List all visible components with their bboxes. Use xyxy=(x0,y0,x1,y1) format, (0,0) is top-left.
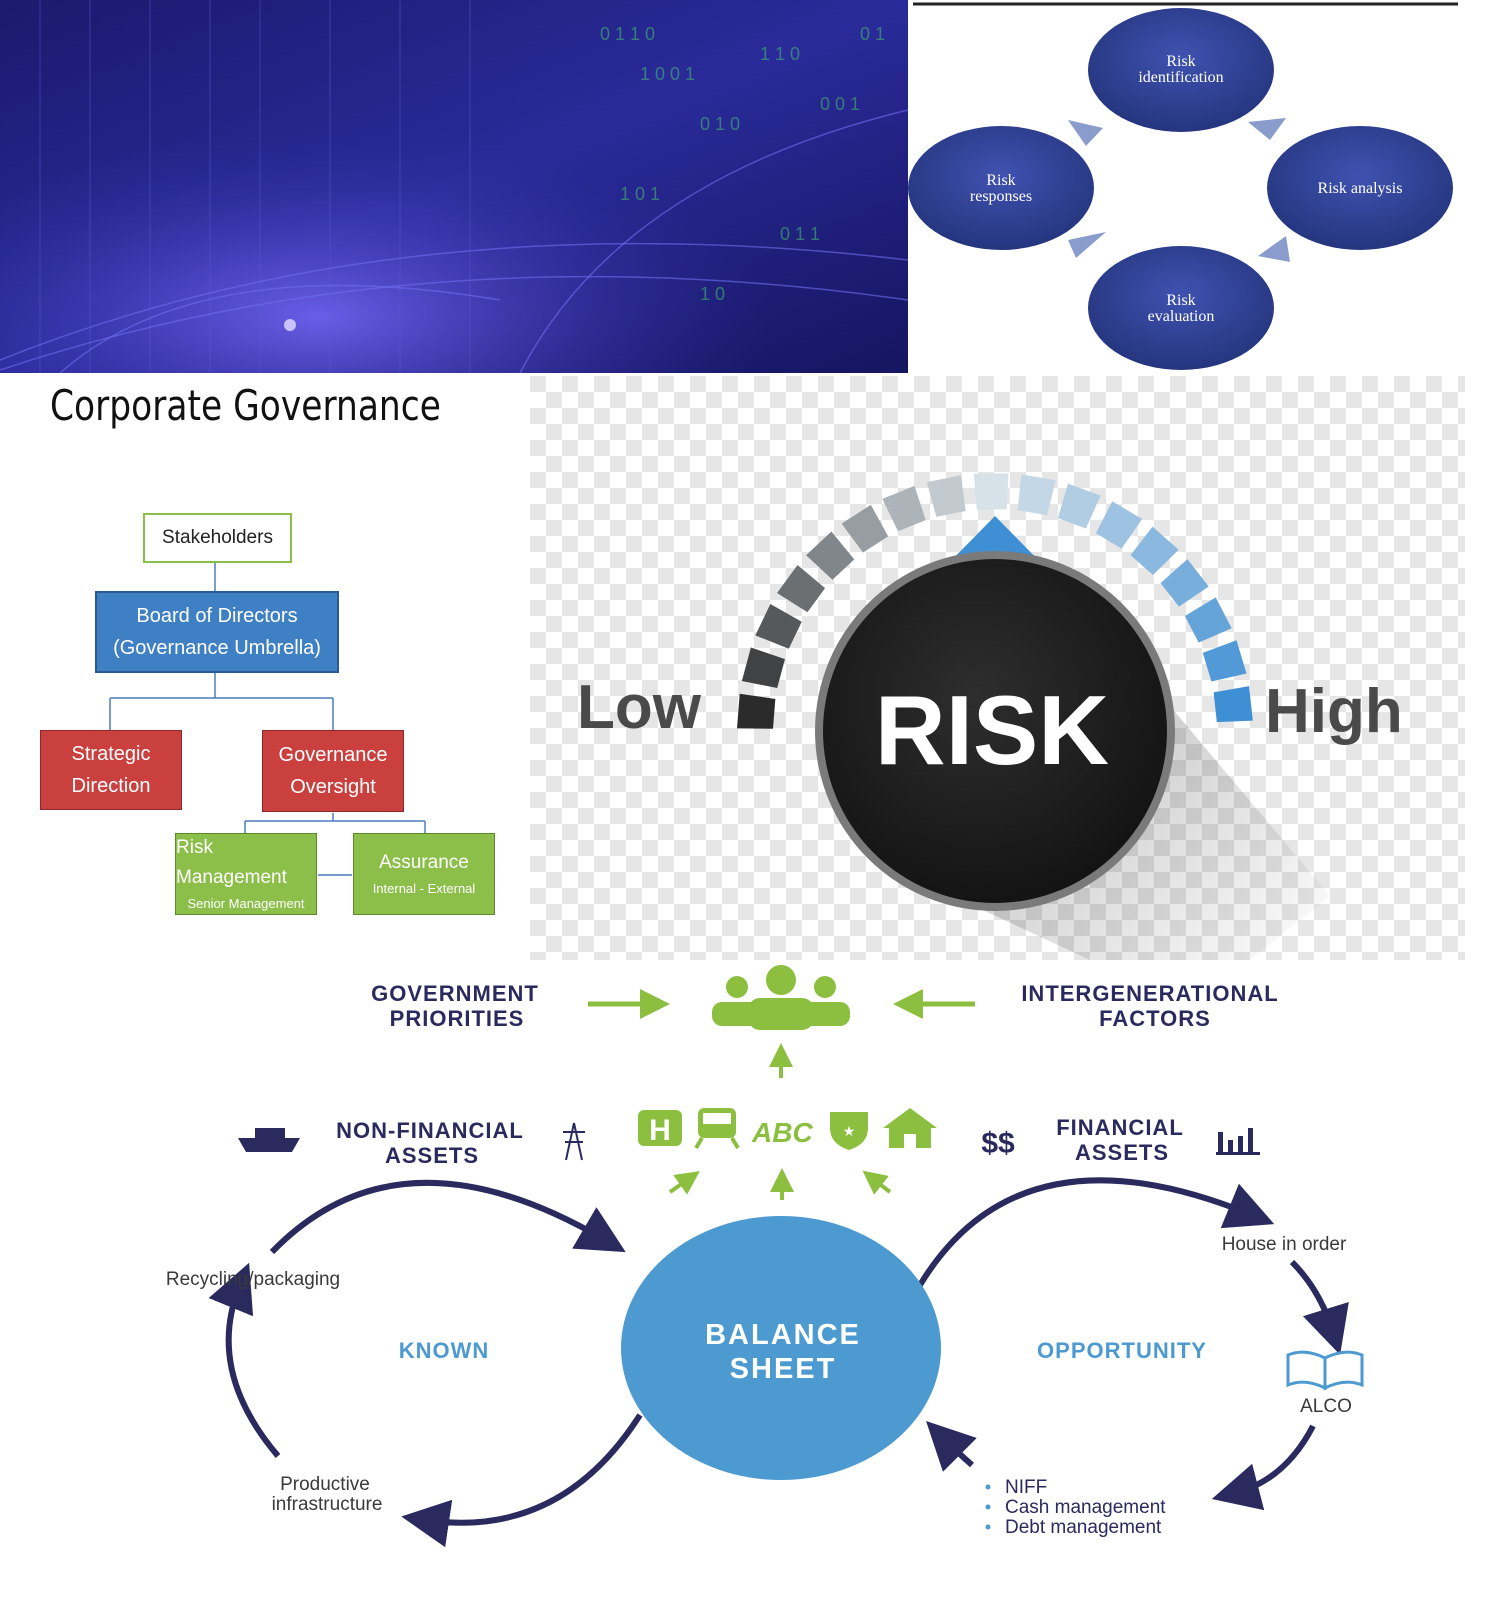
gauge-segment xyxy=(1184,597,1232,643)
svg-text:1 1 0: 1 1 0 xyxy=(760,44,800,64)
board-of-directors-box: Board of Directors (Governance Umbrella) xyxy=(95,591,339,673)
ship-icon xyxy=(238,1128,300,1152)
node-label-evaluation-1: Risk xyxy=(1166,292,1195,309)
people-group-icon xyxy=(712,965,850,1030)
tech-background-image: 0 1 1 0 1 0 0 1 0 1 0 1 1 0 0 0 1 0 1 1 0 1… xyxy=(0,0,908,373)
non-financial-line2: ASSETS xyxy=(385,1143,479,1168)
gauge-segment xyxy=(926,475,966,517)
power-tower-icon xyxy=(563,1122,585,1161)
high-label: High xyxy=(1265,677,1403,746)
bullet-dot xyxy=(985,1484,991,1490)
financial-line2: ASSETS xyxy=(1075,1140,1169,1165)
balance-sheet-circle xyxy=(621,1216,941,1480)
svg-text:0 1 1: 0 1 1 xyxy=(780,224,820,244)
house-in-order-label: House in order xyxy=(1222,1234,1347,1255)
node-label-analysis: Risk analysis xyxy=(1318,180,1403,197)
cycle-node-evaluation: Risk evaluation xyxy=(1088,246,1274,370)
stakeholders-box: Stakeholders xyxy=(143,513,292,563)
svg-text:0 1: 0 1 xyxy=(860,24,885,44)
gauge-segment xyxy=(1130,526,1179,575)
gauge-segment xyxy=(777,564,826,613)
bullet-item: NIFF xyxy=(1005,1477,1047,1498)
hospital-icon: H xyxy=(638,1110,682,1147)
svg-text:ABC: ABC xyxy=(751,1117,813,1148)
gauge-segment xyxy=(755,604,802,649)
intergenerational-line1: INTERGENERATIONAL xyxy=(1021,981,1278,1006)
node-label-responses-1: Risk xyxy=(986,172,1015,189)
known-label: KNOWN xyxy=(399,1338,490,1363)
gauge-segment xyxy=(741,647,785,689)
node-label-identification-2: identification xyxy=(1138,69,1223,86)
node-label-evaluation-2: evaluation xyxy=(1148,308,1215,325)
risk-management-box: Risk Management Senior Management xyxy=(175,833,317,915)
gov-priorities-line1: GOVERNMENT xyxy=(371,981,539,1006)
cycle-node-identification: Risk identification xyxy=(1088,8,1274,132)
assurance-box: Assurance Internal - External xyxy=(353,833,495,915)
svg-text:H: H xyxy=(649,1114,671,1147)
gauge-segment xyxy=(1213,686,1253,723)
low-label: Low xyxy=(577,673,702,742)
non-financial-line1: NON-FINANCIAL xyxy=(336,1118,524,1143)
cycle-node-responses: Risk responses xyxy=(908,126,1094,250)
dollar-sign-label: $$ xyxy=(981,1127,1015,1160)
risk-knob-label: RISK xyxy=(875,675,1109,785)
intergenerational-line2: FACTORS xyxy=(1099,1006,1211,1031)
cycle-arrow-1 xyxy=(1248,118,1286,140)
strategic-direction-box: Strategic Direction xyxy=(40,730,182,810)
gauge-segment xyxy=(973,473,1009,510)
financial-line1: FINANCIAL xyxy=(1056,1115,1184,1140)
alco-label: ALCO xyxy=(1300,1396,1352,1417)
governance-oversight-box: Governance Oversight xyxy=(262,730,404,812)
train-icon xyxy=(694,1108,740,1150)
education-icon: ABC xyxy=(751,1117,813,1148)
recycling-label: Recycling/packaging xyxy=(166,1269,340,1290)
governance-title: Corporate Governance xyxy=(50,381,441,430)
balance-line1: BALANCE xyxy=(705,1319,861,1351)
svg-text:1 0: 1 0 xyxy=(700,284,725,304)
node-label-identification-1: Risk xyxy=(1166,53,1195,70)
balance-line2: SHEET xyxy=(730,1353,837,1385)
productive-line1: Productive xyxy=(280,1474,370,1495)
gauge-segment xyxy=(1160,559,1209,607)
cycle-arrow-4 xyxy=(1068,120,1103,146)
balance-sheet-diagram: GOVERNMENT PRIORITIES INTERGENERATIONAL … xyxy=(0,960,1495,1605)
risk-gauge-graphic: RISK Low High xyxy=(530,376,1465,960)
productive-line2: infrastructure xyxy=(272,1494,383,1515)
svg-text:0 1 1 0: 0 1 1 0 xyxy=(600,24,655,44)
gauge-segment xyxy=(1017,474,1056,516)
bullet-item: Debt management xyxy=(1005,1517,1162,1538)
gauge-segment xyxy=(806,531,855,580)
cycle-node-analysis: Risk analysis xyxy=(1267,126,1453,250)
book-icon xyxy=(1286,1350,1364,1391)
node-label-responses-2: responses xyxy=(970,188,1032,205)
bullet-dot xyxy=(985,1504,991,1510)
gauge-segment xyxy=(1057,483,1101,529)
bullet-item: Cash management xyxy=(1005,1497,1166,1518)
gauge-segment xyxy=(1095,501,1143,549)
gauge-segment xyxy=(882,485,926,532)
cycle-arrow-2 xyxy=(1258,236,1290,262)
gauge-segment xyxy=(841,504,889,553)
opportunity-label: OPPORTUNITY xyxy=(1037,1338,1207,1363)
police-icon: ★ xyxy=(830,1112,868,1150)
svg-text:1 0 1: 1 0 1 xyxy=(620,184,660,204)
bullet-dot xyxy=(985,1524,991,1530)
gauge-segment xyxy=(1202,640,1247,682)
bar-chart-icon xyxy=(1216,1128,1260,1155)
home-icon xyxy=(883,1108,937,1148)
risk-cycle-diagram: Risk identification Risk analysis Risk e… xyxy=(908,0,1495,373)
governance-chart: Corporate Governance Stakeholders Board … xyxy=(0,373,530,960)
svg-text:0 1 0: 0 1 0 xyxy=(700,114,740,134)
svg-text:1 0 0 1: 1 0 0 1 xyxy=(640,64,695,84)
gov-priorities-line2: PRIORITIES xyxy=(390,1006,525,1031)
svg-text:★: ★ xyxy=(843,1123,856,1139)
svg-text:0 0 1: 0 0 1 xyxy=(820,94,860,114)
gauge-segment xyxy=(737,693,776,729)
cycle-arrow-3 xyxy=(1068,232,1106,258)
